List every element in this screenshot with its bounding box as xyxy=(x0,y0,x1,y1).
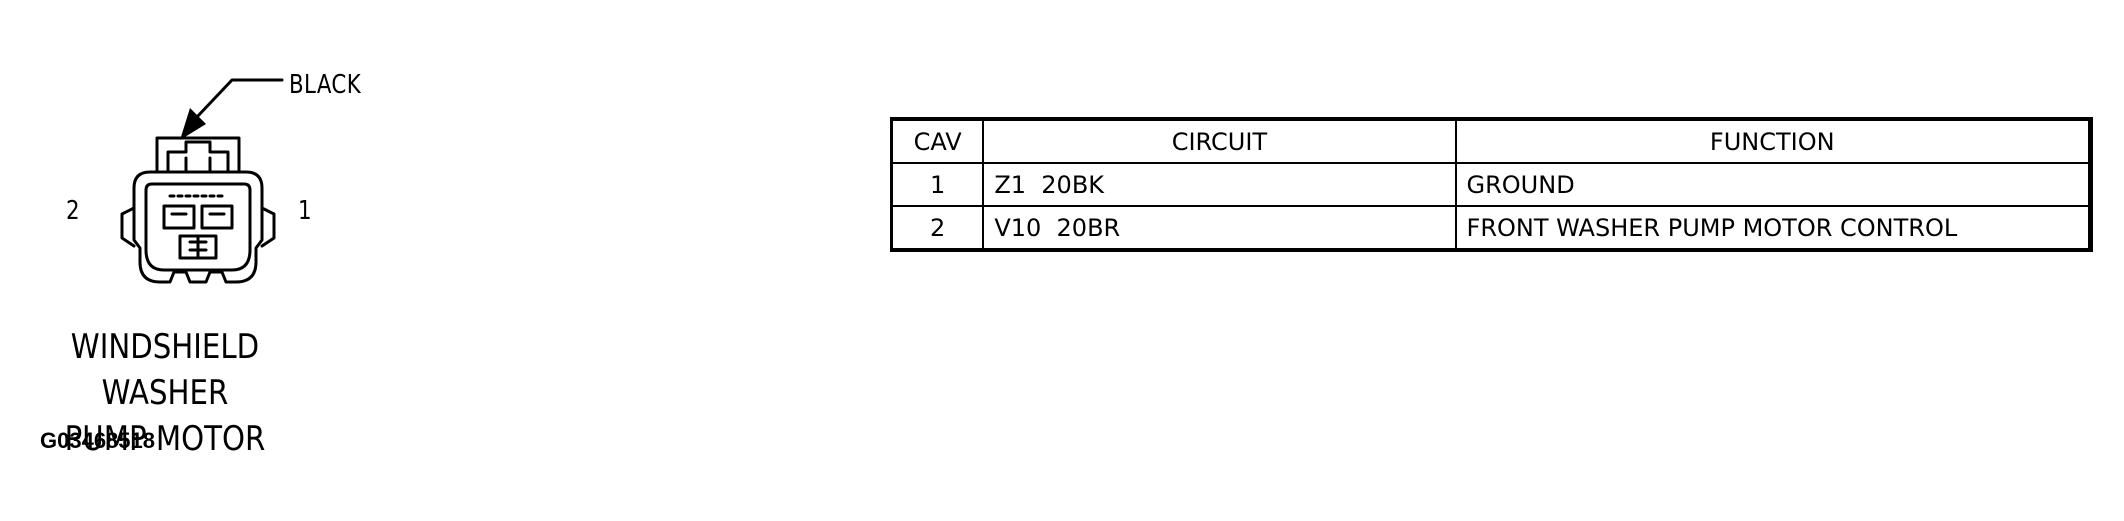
component-name-line2: PUMP MOTOR xyxy=(64,419,266,459)
connector-drawing xyxy=(120,78,284,284)
pinout-table: CAV CIRCUIT FUNCTION 1 Z1 20BK GROUND 2 … xyxy=(890,117,2093,252)
cell-cav: 1 xyxy=(890,162,985,207)
component-name-line1: WINDSHIELD WASHER xyxy=(70,327,260,413)
table-row: 1 Z1 20BK GROUND xyxy=(890,162,2092,207)
figure-id: G03468518 xyxy=(40,428,155,453)
header-function: FUNCTION xyxy=(1454,118,2092,164)
cell-circuit: V10 20BR xyxy=(982,205,1457,251)
right-lock-ear xyxy=(260,206,276,248)
left-lock-ear xyxy=(120,206,136,248)
table-header-row: CAV CIRCUIT FUNCTION xyxy=(890,118,2092,164)
connector-body xyxy=(132,170,264,284)
cell-function: FRONT WASHER PUMP MOTOR CONTROL xyxy=(1454,205,2092,251)
cell-function: GROUND xyxy=(1454,162,2092,207)
pin-label-left: 2 xyxy=(66,196,80,226)
leader-line xyxy=(194,78,284,120)
cavity-2 xyxy=(162,204,196,230)
header-cav: CAV xyxy=(890,118,985,164)
wire-color-label: BLACK xyxy=(289,70,362,100)
component-name: WINDSHIELD WASHER PUMP MOTOR xyxy=(23,324,307,462)
header-circuit: CIRCUIT xyxy=(982,118,1457,164)
pin-label-right: 1 xyxy=(298,196,312,226)
cell-cav: 2 xyxy=(890,205,985,251)
table-row: 2 V10 20BR FRONT WASHER PUMP MOTOR CONTR… xyxy=(890,205,2092,251)
cell-circuit: Z1 20BK xyxy=(982,162,1457,207)
leader-arrowhead xyxy=(180,108,206,140)
cavity-1 xyxy=(200,204,234,230)
